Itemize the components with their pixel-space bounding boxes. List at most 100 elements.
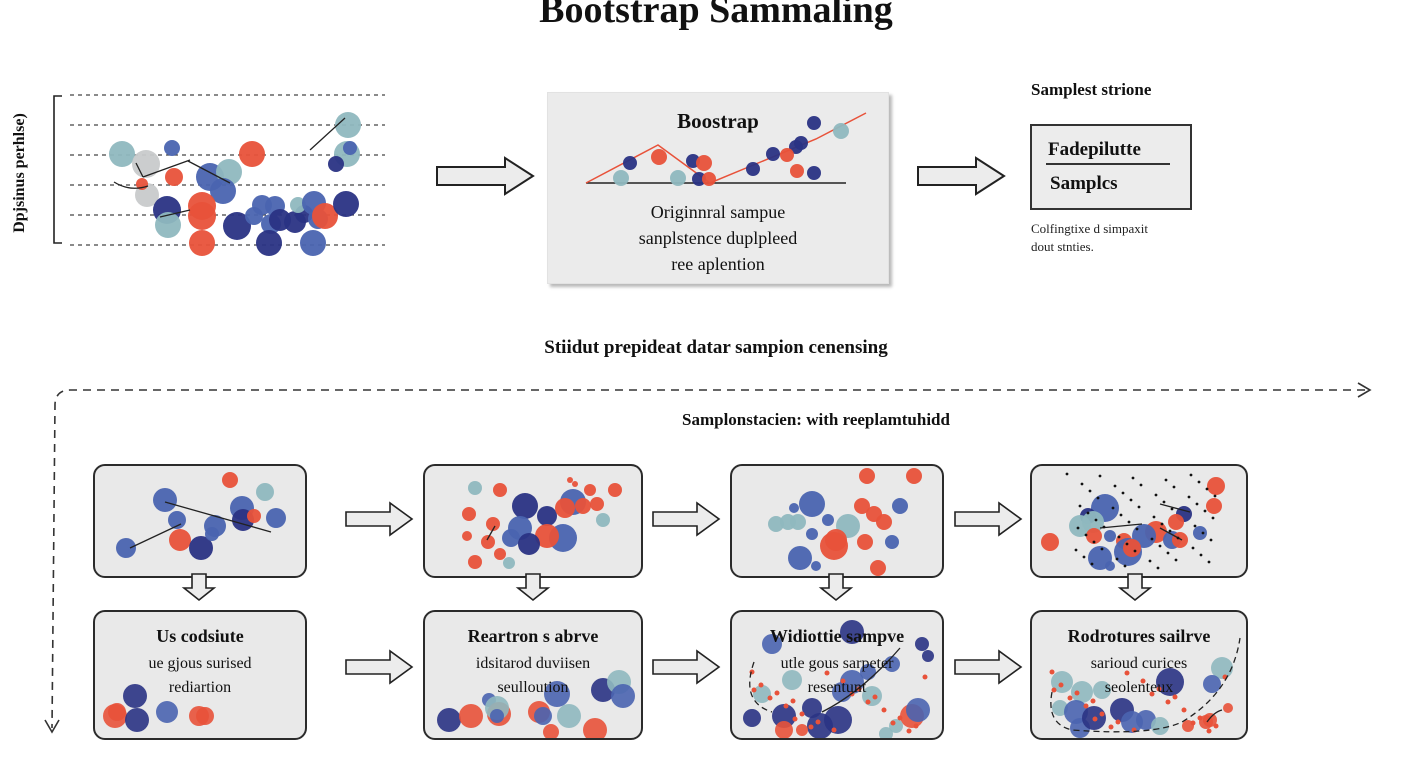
bootstrap-panel-caption: Originnral sampue sanplstence duplpleed … xyxy=(548,199,888,277)
resample-scatter xyxy=(768,468,922,576)
data-point xyxy=(790,514,806,530)
result-scatter xyxy=(437,670,635,738)
sample-dot xyxy=(1078,504,1082,508)
data-point xyxy=(196,707,214,725)
result-scatter xyxy=(1049,637,1241,738)
sample-dot xyxy=(1074,690,1080,696)
sample-dot xyxy=(865,699,871,705)
connector-curve xyxy=(113,181,149,189)
sample-dot xyxy=(1117,535,1121,539)
data-point xyxy=(493,483,507,497)
data-point xyxy=(239,141,265,167)
result-line: resentunt xyxy=(807,679,867,696)
sample-dot xyxy=(1203,509,1207,513)
sample-dot xyxy=(792,716,798,722)
data-point xyxy=(782,670,802,690)
sample-dot xyxy=(1181,707,1187,713)
data-point xyxy=(1193,526,1207,540)
data-point xyxy=(885,535,899,549)
data-point xyxy=(884,656,900,672)
data-point xyxy=(824,706,852,734)
result-box-title: Us codsiute xyxy=(156,626,244,646)
sample-dot xyxy=(1162,500,1166,504)
data-point xyxy=(328,156,344,172)
data-point xyxy=(1105,561,1115,571)
sample-dot xyxy=(1197,715,1203,721)
sample-dot xyxy=(1094,518,1098,522)
data-point xyxy=(623,156,637,170)
data-point xyxy=(155,212,181,238)
resample-box-1 xyxy=(93,464,307,578)
sample-dot xyxy=(1082,555,1086,559)
sample-dot xyxy=(1165,699,1171,705)
sample-dot xyxy=(1160,522,1164,526)
data-point xyxy=(807,166,821,180)
sample-dot xyxy=(1156,686,1162,692)
sample-dot xyxy=(1168,529,1172,533)
sample-dot xyxy=(1092,716,1098,722)
data-point xyxy=(567,477,573,483)
result-box-title: Widiottie sampve xyxy=(769,626,905,646)
bootstrap-line-chart xyxy=(585,112,867,186)
sample-dot xyxy=(1156,566,1160,570)
connector-line xyxy=(164,501,272,533)
resample-box-4 xyxy=(1030,464,1248,578)
data-point xyxy=(343,141,357,155)
data-point xyxy=(116,538,136,558)
right-arrow-icon xyxy=(954,649,1023,685)
sample-dot xyxy=(783,703,789,709)
sample-dot xyxy=(1213,723,1219,729)
sample-dot xyxy=(1100,547,1104,551)
sample-dot xyxy=(1080,482,1084,486)
original-data-scatter xyxy=(53,94,385,256)
result-scatter xyxy=(103,684,214,732)
samples-note: Colfingtixe d simpaxit dout stnties. xyxy=(1031,220,1148,256)
data-point xyxy=(222,472,238,488)
resample-box-2 xyxy=(423,464,643,578)
right-arrow-icon xyxy=(917,156,1006,196)
sample-dot xyxy=(1129,498,1133,502)
resample-box-3 xyxy=(730,464,944,578)
sample-dot xyxy=(1121,491,1125,495)
sub-heading: Samplonstacien: with reeplamtuhidd xyxy=(682,410,950,429)
sample-dot xyxy=(1123,564,1127,568)
data-point xyxy=(468,555,482,569)
data-point xyxy=(613,170,629,186)
data-point xyxy=(696,155,712,171)
data-point xyxy=(879,727,893,738)
sample-dot xyxy=(1108,724,1114,730)
data-point xyxy=(223,212,251,240)
data-point xyxy=(1086,528,1102,544)
sample-dot xyxy=(1152,515,1156,519)
sample-dot xyxy=(913,723,919,729)
data-point xyxy=(822,514,834,526)
data-point xyxy=(256,483,274,501)
data-point xyxy=(811,561,821,571)
data-point xyxy=(1136,710,1156,730)
connector-curve xyxy=(821,647,901,713)
data-point xyxy=(1223,703,1233,713)
data-point xyxy=(906,698,930,722)
y-axis-label-text: Dpjsinus perhlse) xyxy=(11,113,28,233)
sample-dot xyxy=(1090,698,1096,704)
data-point xyxy=(153,488,177,512)
result-line: sarioud curices xyxy=(1090,655,1188,672)
flow-arrowhead-right-icon xyxy=(1357,382,1372,398)
data-point xyxy=(543,724,559,738)
sample-dot xyxy=(1201,531,1205,535)
data-point xyxy=(590,497,604,511)
sample-dot xyxy=(751,687,757,693)
data-point xyxy=(753,685,771,703)
sample-dot xyxy=(1140,678,1146,684)
samples-box-line-1: Fadepilutte xyxy=(1048,139,1141,160)
right-arrow-icon xyxy=(652,501,721,537)
caption-line: sanplstence duplpleed xyxy=(638,228,798,248)
sample-dot xyxy=(1083,703,1089,709)
data-point xyxy=(572,481,578,487)
data-point xyxy=(312,203,338,229)
